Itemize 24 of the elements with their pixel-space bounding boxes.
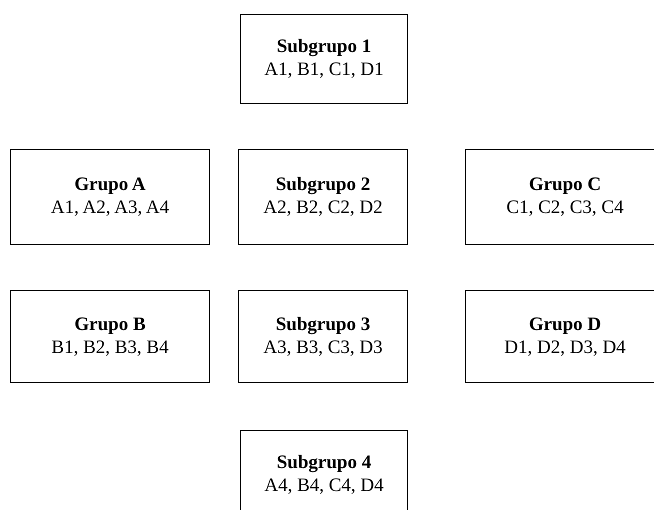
member-list: A1, A2, A3, A4: [50, 197, 170, 220]
group-box: [10, 149, 210, 245]
member-list: D1, D2, D3, D4: [504, 336, 626, 360]
group-title: Subgrupo 2: [276, 174, 370, 197]
member-list: A3, B3, C3, D3: [263, 336, 383, 360]
group-title: Grupo A: [74, 174, 146, 197]
group-box: [465, 149, 654, 245]
group-box: [240, 430, 408, 510]
group-box: [240, 14, 408, 104]
group-title: Subgrupo 4: [276, 452, 372, 475]
group-box: [238, 149, 408, 245]
group-box: [238, 290, 408, 383]
group-title: Subgrupo 1: [276, 36, 372, 59]
member-list: A2, B2, C2, D2: [263, 197, 383, 220]
group-title: Grupo C: [528, 174, 602, 197]
group-title: Grupo B: [74, 314, 146, 336]
group-box: [465, 290, 654, 383]
member-list: A1, B1, C1, D1: [264, 59, 384, 82]
member-list: B1, B2, B3, B4: [51, 336, 169, 360]
group-box: [10, 290, 210, 383]
member-list: A4, B4, C4, D4: [264, 475, 384, 498]
member-list: C1, C2, C3, C4: [506, 197, 624, 220]
group-title: Grupo D: [528, 314, 602, 336]
group-title: Subgrupo 3: [276, 314, 370, 336]
